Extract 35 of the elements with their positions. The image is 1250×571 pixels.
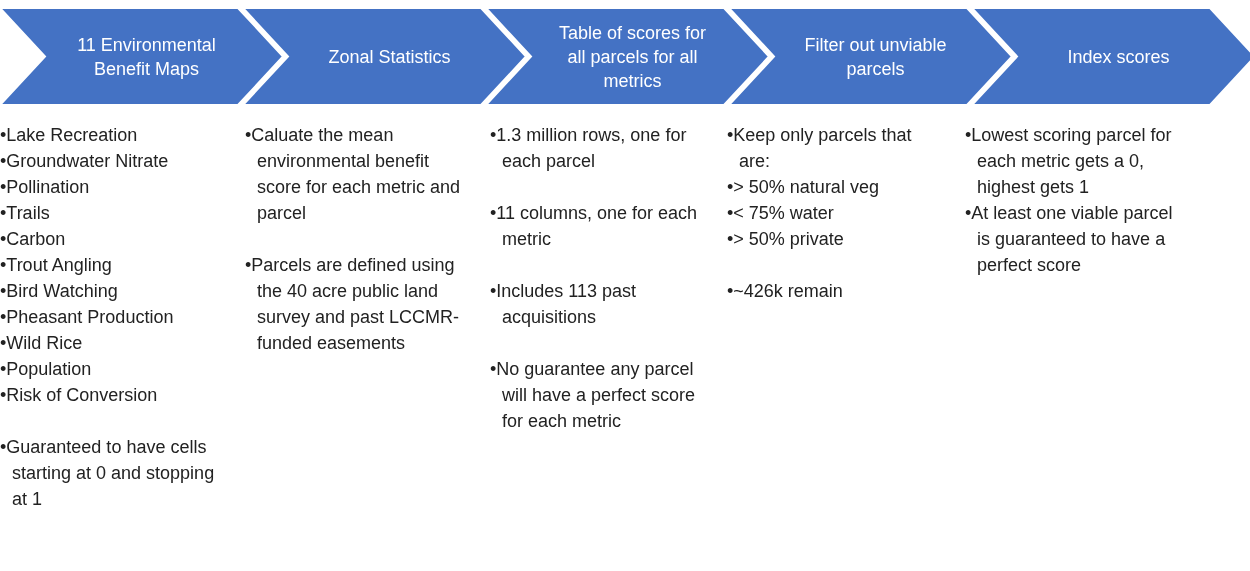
step-title: Filter out unviable parcels [803, 33, 948, 81]
bullet-text: •~426k remain [727, 280, 844, 303]
bullet-text: •No guarantee any parcel will have a perfect score for each metric [490, 358, 697, 433]
bullet-text: •Wild Rice [0, 332, 84, 355]
bullet-text: •Caluate the mean environmental benefit score for each metric and parcel [245, 124, 462, 225]
chevron-shape [729, 8, 1012, 105]
bullet-text: •11 columns, one for each metric [490, 202, 699, 251]
bullet-text: •Pollination [0, 176, 91, 199]
bullet-text: •Trails [0, 202, 51, 225]
bullet-text: •< 75% water [727, 202, 835, 225]
step-title: 11 Environmental Benefit Maps [76, 33, 217, 81]
bullet-text: •Parcels are defined using the 40 acre public land survey and past LCCMR-funded easements [245, 254, 461, 355]
step-title: Table of scores for all parcels for all metrics [557, 21, 708, 93]
step-title: Index scores [1066, 45, 1171, 69]
bullet-text: •Keep only parcels that are: [727, 124, 913, 173]
bullet-text: •> 50% natural veg [727, 176, 880, 199]
bullet-text: •Lake Recreation [0, 124, 139, 147]
bullet-text: •Lowest scoring parcel for each metric gets a 0, highest gets 1 [965, 124, 1173, 199]
bullet-text: •1.3 million rows, one for each parcel [490, 124, 688, 173]
chevron-shape [972, 8, 1250, 105]
bullet-text: •Carbon [0, 228, 67, 251]
bullet-text: •Guaranteed to have cells starting at 0 and stopping at 1 [0, 436, 216, 511]
bullet-text: •> 50% private [727, 228, 845, 251]
chevron-shape [243, 8, 526, 105]
bullet-text: •Population [0, 358, 93, 381]
bullet-text: •Pheasant Production [0, 306, 175, 329]
bullet-text: •Bird Watching [0, 280, 119, 303]
chevron-shape [486, 8, 769, 105]
bullet-text: •At least one viable parcel is guaranteed to have a perfect score [965, 202, 1174, 277]
step-title: Zonal Statistics [327, 45, 452, 69]
bullet-text: •Trout Angling [0, 254, 113, 277]
bullet-text: •Risk of Conversion [0, 384, 159, 407]
chevron-shape [0, 8, 283, 105]
bullet-text: •Groundwater Nitrate [0, 150, 170, 173]
bullet-text: •Includes 113 past acquisitions [490, 280, 638, 329]
